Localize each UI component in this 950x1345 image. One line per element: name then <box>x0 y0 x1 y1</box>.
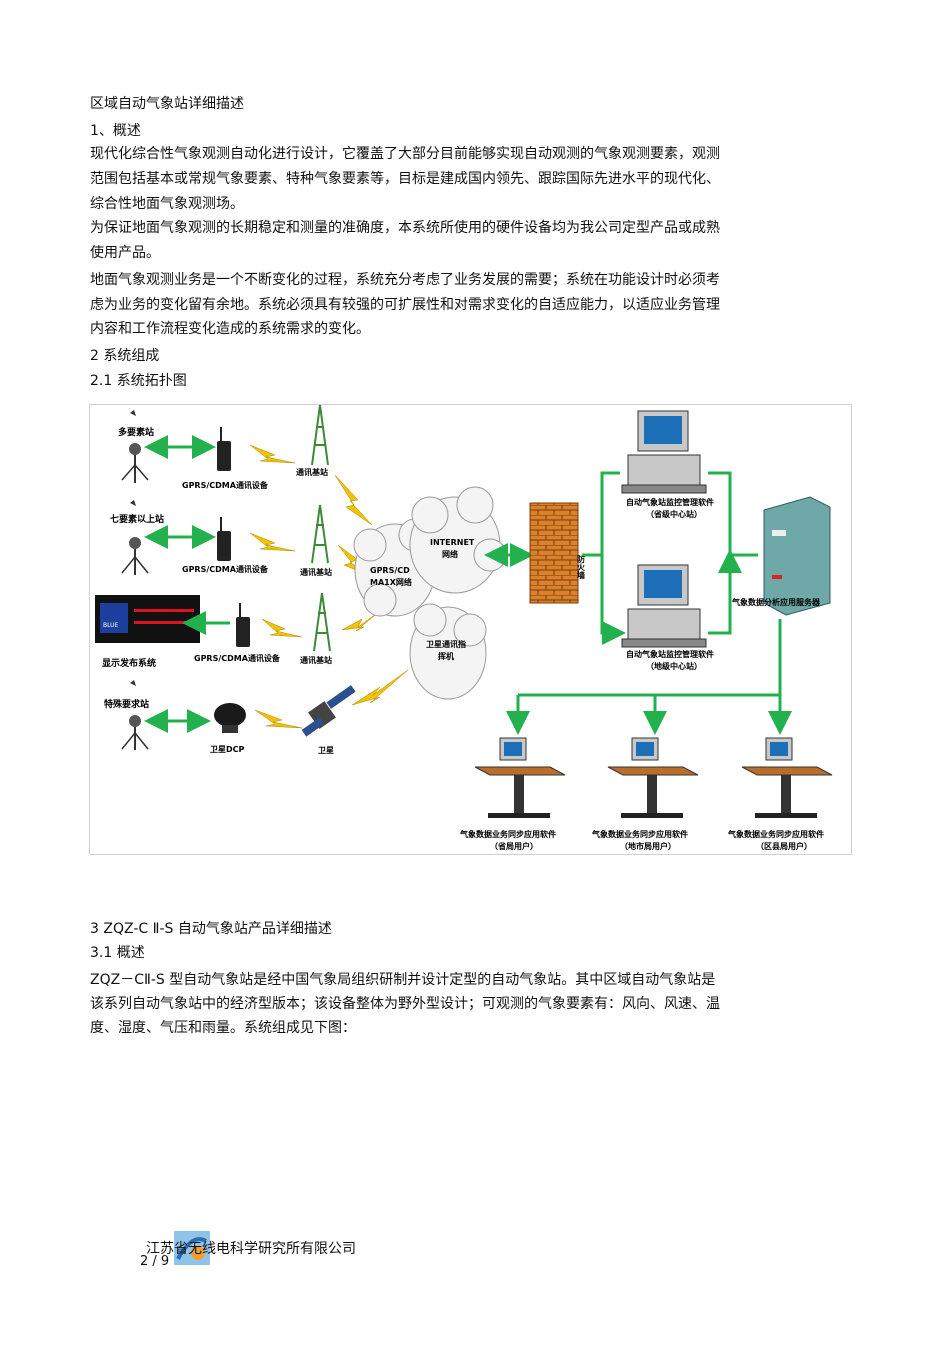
gprs-device-1-label: GPRS/CDMA通讯设备 <box>182 480 269 490</box>
user-2-label: 气象数据业务同步应用软件 <box>591 829 688 839</box>
section-3-heading: 3 ZQZ-C Ⅱ-S 自动气象站产品详细描述 <box>90 921 332 937</box>
bolt-tower1-cloud-icon <box>334 474 373 526</box>
gprs-device-3-label: GPRS/CDMA通讯设备 <box>194 653 281 663</box>
display-system-label: 显示发布系统 <box>102 657 156 669</box>
monitor-1-label: 自动气象站监控管理软件 <box>626 497 714 507</box>
footer-company: 江苏省无线电科学研究所有限公司 <box>146 1241 356 1257</box>
station-special-icon <box>121 680 149 750</box>
satellite-dcp-icon <box>214 703 246 733</box>
bolt-3-icon <box>261 618 303 638</box>
internet-cloud-icon <box>409 486 507 594</box>
firewall-icon <box>529 502 579 604</box>
paragraph-1-line-3: 综合性地面气象观测场。 <box>90 196 244 212</box>
paragraph-3-line-2: 虑为业务的变化留有余地。系统必须具有较强的可扩展性和对需求变化的自适应能力，以适… <box>90 297 720 313</box>
section-2-1-heading: 2.1 系统拓扑图 <box>90 373 187 389</box>
station-seven-element-icon <box>121 500 149 575</box>
paragraph-2-line-2: 使用产品。 <box>90 245 160 261</box>
internet-label-2: 网络 <box>442 549 458 559</box>
workstation-1-icon <box>474 737 566 818</box>
satellite-label: 卫星 <box>318 745 334 755</box>
internet-label-1: INTERNET <box>430 538 475 547</box>
satellite-center-label-1: 卫星通讯指 <box>426 639 466 649</box>
user-3-label: 气象数据业务同步应用软件 <box>727 829 824 839</box>
tower-1-icon <box>311 405 329 466</box>
paragraph-3-line-3: 内容和工作流程变化造成的系统需求的变化。 <box>90 321 370 337</box>
satellite-center-label-2: 挥机 <box>438 651 454 661</box>
satellite-dcp-label: 卫星DCP <box>210 744 245 754</box>
line-firewall-monitors <box>582 471 620 633</box>
paragraph-2-line-1: 为保证地面气象观测的长期稳定和测量的准确度，本系统所使用的硬件设备均为我公司定型… <box>90 220 720 236</box>
tower-3-icon <box>313 592 331 652</box>
satellite-icon <box>301 685 356 737</box>
bolt-1-icon <box>249 444 296 464</box>
user-1-sub: （省局用户） <box>490 841 538 851</box>
display-board-icon: BLUE <box>95 595 200 643</box>
server-label: 气象数据分析应用服务器 <box>731 597 821 607</box>
paragraph-4-line-2: 该系列自动气象站中的经济型版本；该设备整体为野外型设计；可观测的气象要素有：风向… <box>90 996 720 1012</box>
base-station-2-label: 通讯基站 <box>300 567 332 577</box>
gprs-device-2-label: GPRS/CDMA通讯设备 <box>182 564 269 574</box>
user-1-label: 气象数据业务同步应用软件 <box>459 829 556 839</box>
radio-device-1-icon <box>217 427 231 471</box>
paragraph-1-line-1: 现代化综合性气象观测自动化进行设计，它覆盖了大部分目前能够实现自动观测的气象观测… <box>90 146 720 162</box>
section-2-heading: 2 系统组成 <box>90 348 160 364</box>
paragraph-4-line-3: 度、湿度、气压和雨量。系统组成见下图： <box>90 1020 356 1036</box>
monitor-2-label: 自动气象站监控管理软件 <box>626 649 714 659</box>
svg-text:BLUE: BLUE <box>103 622 119 629</box>
line-monitors-server <box>708 471 758 635</box>
server-icon <box>763 496 831 616</box>
station-multi-element-icon <box>121 410 149 483</box>
tower-2-icon <box>311 504 329 564</box>
bolt-sat-cloud-icon <box>351 669 409 706</box>
company-logo-icon <box>174 1231 210 1265</box>
user-2-sub: （地市局用户） <box>620 841 676 851</box>
base-station-3-label: 通讯基站 <box>300 655 332 665</box>
radio-device-3-icon <box>236 603 250 647</box>
special-station-label: 特殊要求站 <box>104 698 149 710</box>
paragraph-4-line-1: ZQZ－CⅡ-S 型自动气象站是经中国气象局组织研制并设计定型的自动气象站。其中… <box>90 972 716 988</box>
station-2-label: 七要素以上站 <box>110 513 164 525</box>
page-number: 2 / 9 <box>140 1254 170 1269</box>
doc-title: 区域自动气象站详细描述 <box>90 96 244 112</box>
system-topology-diagram: 多要素站 GPRS/CDMA通讯设备 通讯基站 七要素以上站 GPRS/CDMA… <box>89 404 852 855</box>
gprs-network-label-1: GPRS/CD <box>370 566 410 575</box>
monitor-1-sub: （省级中心站） <box>646 509 702 519</box>
section-3-1-heading: 3.1 概述 <box>90 945 145 961</box>
computer-2-icon <box>621 564 707 648</box>
user-3-sub: （区县局用户） <box>756 841 812 851</box>
base-station-1-label: 通讯基站 <box>296 467 328 477</box>
workstation-2-icon <box>607 737 699 818</box>
bolt-2-icon <box>249 532 296 552</box>
radio-device-2-icon <box>217 517 231 561</box>
firewall-label: 防火墙 <box>576 554 586 580</box>
station-1-label: 多要素站 <box>118 426 154 438</box>
paragraph-1-line-2: 范围包括基本或常规气象要素、特种气象要素等，目标是建成国内领先、跟踪国际先进水平… <box>90 171 720 187</box>
monitor-2-sub: （地级中心站） <box>646 661 702 671</box>
computer-1-icon <box>621 410 707 494</box>
section-1-heading: 1、概述 <box>90 123 141 139</box>
satellite-center-cloud-icon <box>409 603 487 700</box>
gprs-network-label-2: MA1X网络 <box>370 577 412 587</box>
workstation-3-icon <box>741 737 833 818</box>
bolt-4-icon <box>254 709 303 729</box>
paragraph-3-line-1: 地面气象观测业务是一个不断变化的过程，系统充分考虑了业务发展的需要；系统在功能设… <box>90 272 720 288</box>
